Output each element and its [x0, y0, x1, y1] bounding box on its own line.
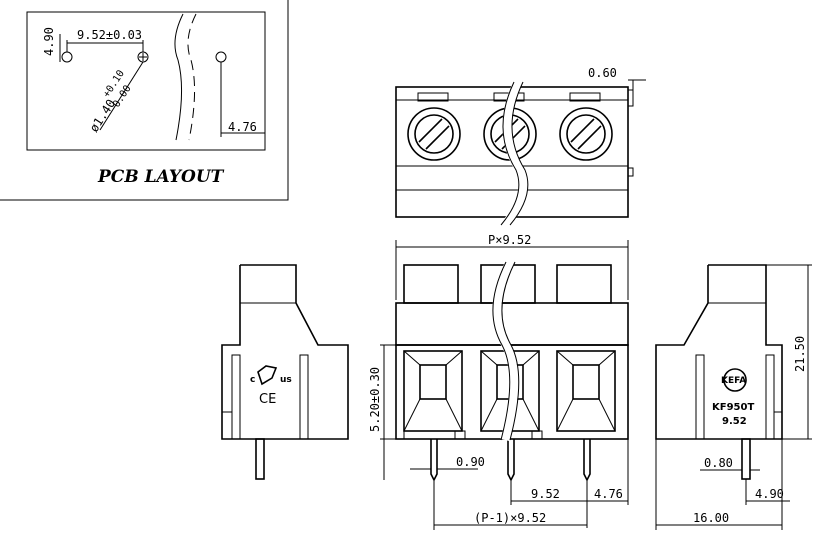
front-edge-dim: 4.76 — [594, 487, 623, 501]
ce-mark-icon: CE — [259, 392, 276, 407]
left-view: c us CE — [221, 264, 349, 480]
kefa-logo: KEFA — [721, 368, 747, 392]
front-span-dim: (P-1)×9.52 — [474, 511, 546, 525]
svg-text:KEFA: KEFA — [721, 376, 746, 386]
front-wire-entry-1 — [403, 350, 463, 432]
pcb-edge-dim: 4.76 — [228, 120, 257, 134]
front-pitch-dim: 9.52 — [531, 487, 560, 501]
pcb-hole-3 — [215, 51, 227, 63]
pcb-pitch-dim: 9.52±0.03 — [77, 28, 142, 42]
top-screw-3 — [559, 107, 613, 161]
top-screw-1 — [407, 107, 461, 161]
front-height-dim: 5.20±0.30 — [368, 367, 382, 432]
front-wire-entry-3 — [556, 350, 616, 432]
front-pin-1 — [430, 439, 438, 482]
right-view: KEFA KF950T 9.52 21.50 0.80 4.90 16.00 — [655, 264, 812, 530]
top-tab-dim: 0.60 — [588, 66, 617, 80]
right-pin-dim: 0.80 — [704, 456, 733, 470]
pcb-row-dim: 4.90 — [42, 27, 56, 56]
pcb-hole-1 — [61, 51, 73, 63]
right-pin — [741, 438, 751, 480]
pcb-layout-title: PCB LAYOUT — [97, 167, 225, 187]
front-view: P×9.52 — [368, 233, 629, 530]
svg-text:us: us — [280, 375, 292, 385]
left-pin — [255, 438, 265, 480]
ul-cert-icon: c us — [250, 365, 292, 386]
right-offset-dim: 4.90 — [755, 487, 784, 501]
right-pitch-label: 9.52 — [722, 416, 747, 427]
svg-text:c: c — [250, 375, 255, 385]
right-depth-dim: 16.00 — [693, 511, 729, 525]
pcb-layout-panel: 9.52±0.03 4.90 ø1.40 +0.10 0.00 4.76 PCB… — [0, 0, 289, 201]
front-pin-3 — [583, 439, 591, 482]
front-width-dim: P×9.52 — [488, 233, 531, 247]
top-view: 0.60 — [395, 66, 646, 228]
front-pin-dim: 0.90 — [456, 455, 485, 469]
right-height-dim: 21.50 — [793, 336, 807, 372]
right-model-label: KF950T — [712, 402, 754, 413]
front-pin-2 — [507, 439, 515, 482]
